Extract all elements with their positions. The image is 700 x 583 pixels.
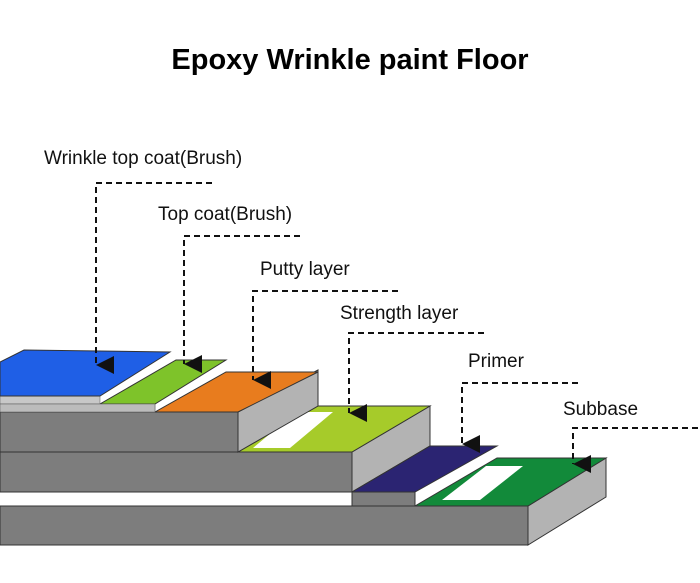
top-thin-slab-lower xyxy=(0,403,156,413)
label-primer: Primer xyxy=(468,351,524,372)
subbase-inner-white xyxy=(442,466,523,500)
label-putty-layer: Putty layer xyxy=(260,259,350,280)
diagram-title: Epoxy Wrinkle paint Floor xyxy=(171,44,529,76)
topcoat-leader xyxy=(183,235,300,373)
primer-leader xyxy=(461,382,578,453)
upper-slab-front xyxy=(0,411,239,453)
label-strength-layer: Strength layer xyxy=(340,303,459,324)
bottom-slab-front xyxy=(0,505,529,546)
middle-slab-front xyxy=(0,451,353,493)
label-subbase: Subbase xyxy=(563,399,639,420)
putty-layer xyxy=(153,371,319,413)
strength-inner-white xyxy=(253,412,333,448)
wrinkle-leader xyxy=(95,182,212,374)
label-top-coat: Top coat(Brush) xyxy=(158,204,293,225)
putty-leader xyxy=(252,290,398,389)
strength-leader xyxy=(348,332,484,422)
label-wrinkle-top-coat: Wrinkle top coat(Brush) xyxy=(44,148,243,169)
subbase-leader xyxy=(572,427,698,473)
top-thin-slab xyxy=(0,395,101,405)
primer-lower-front xyxy=(351,491,416,507)
